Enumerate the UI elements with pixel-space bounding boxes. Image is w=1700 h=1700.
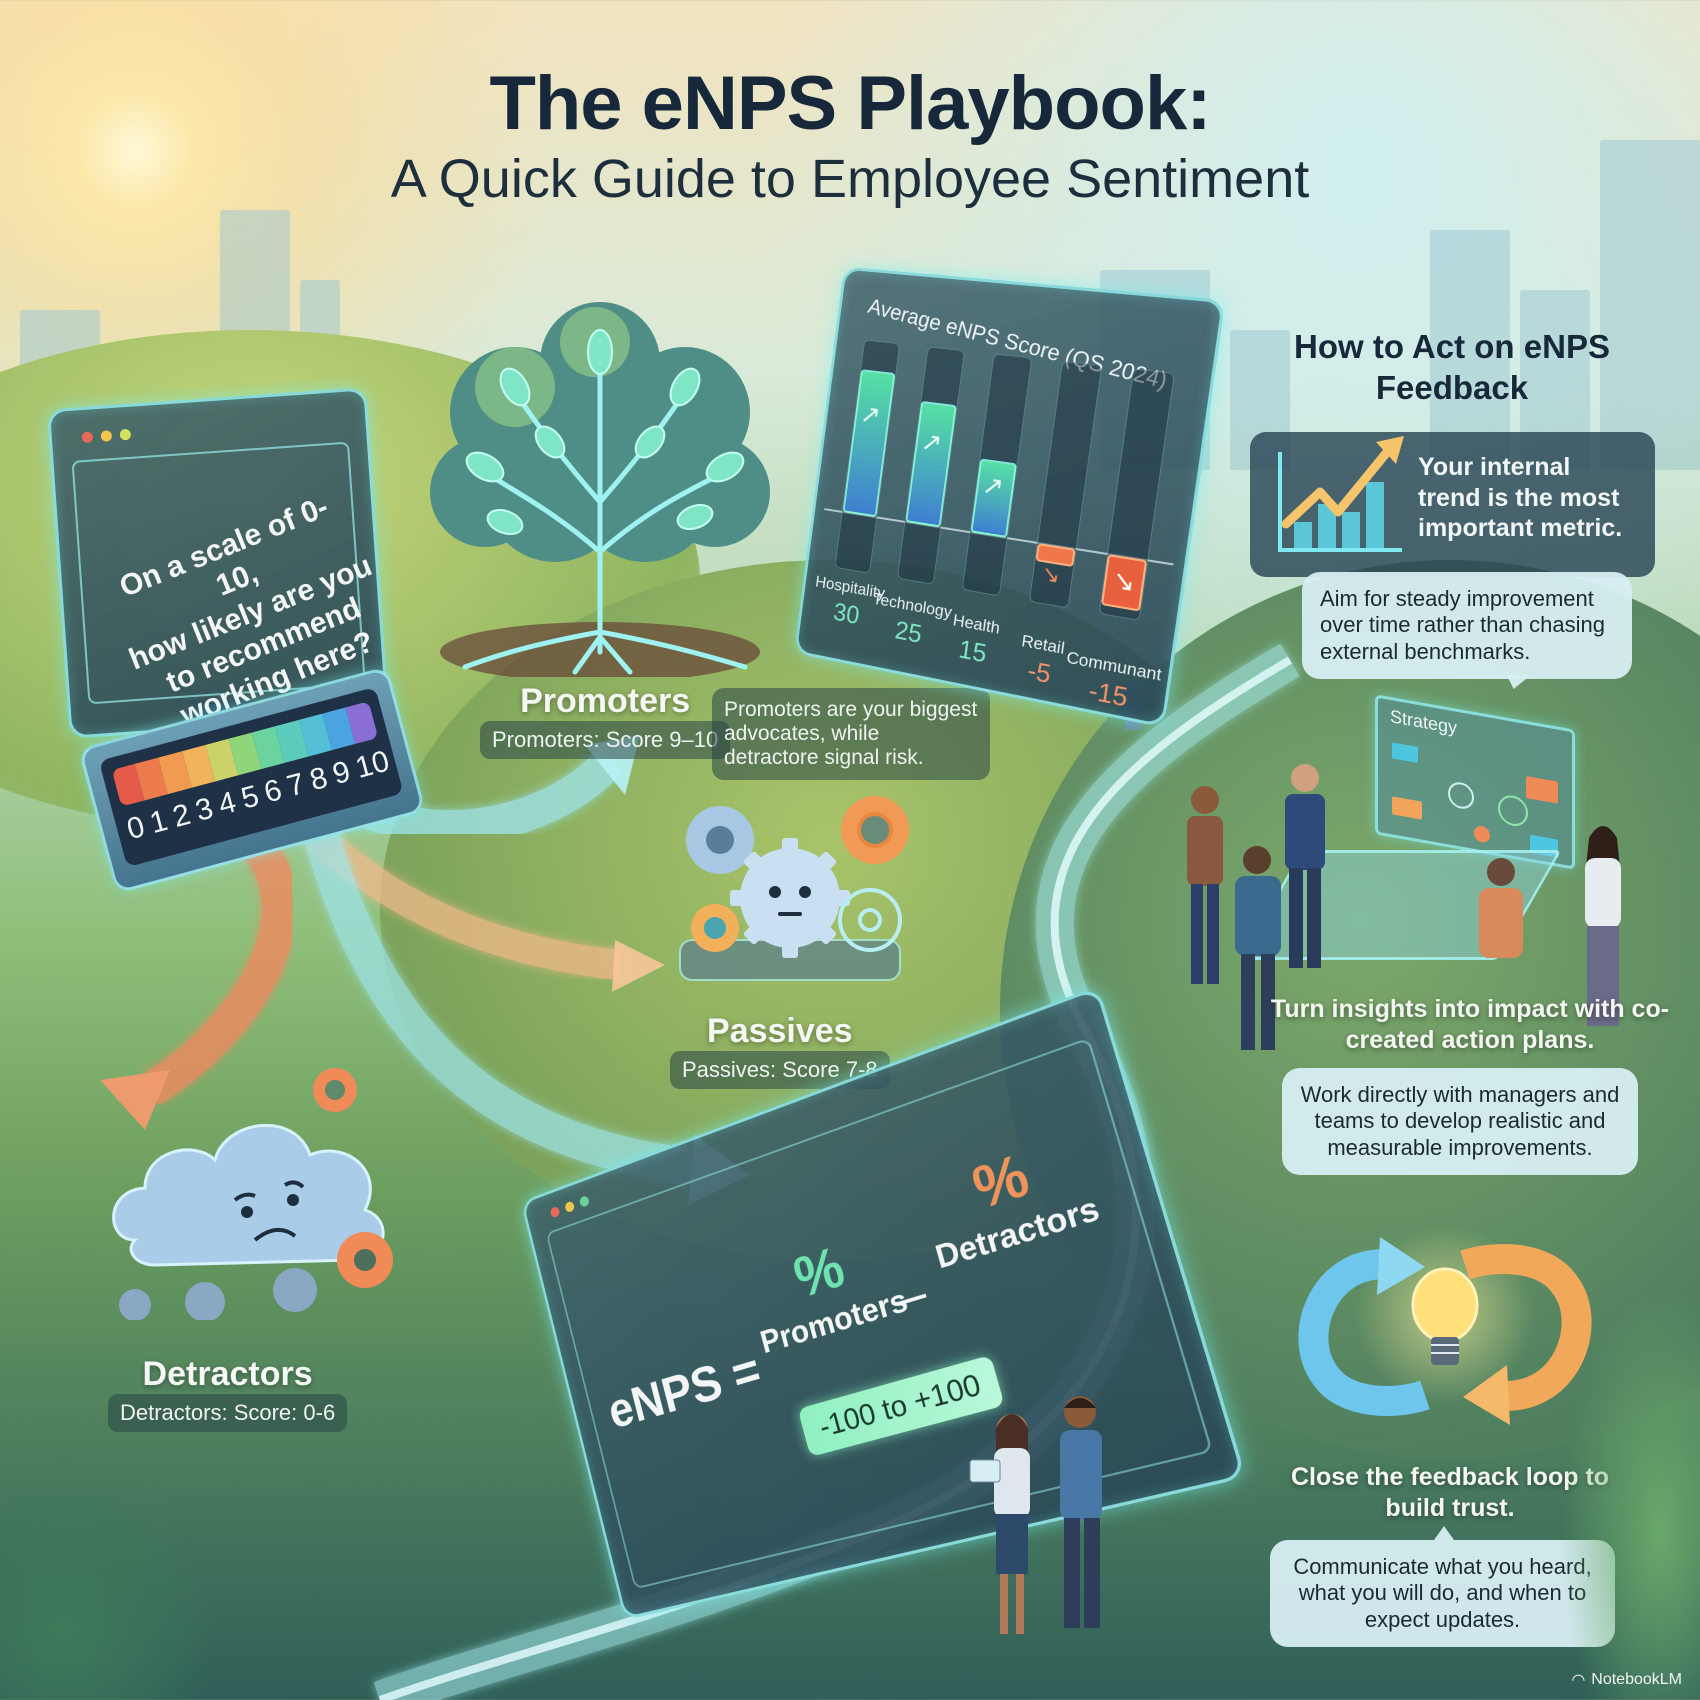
bar-slot-hospitality: ↗	[834, 339, 901, 574]
promoters-note: Promoters are your biggest advocates, wh…	[712, 688, 990, 781]
feedback-loop-icon	[1298, 1225, 1592, 1425]
page-subtitle: A Quick Guide to Employee Sentiment	[390, 148, 1310, 209]
chart-bars: ↗ ↗ ↗ ↘ ↘	[824, 338, 1190, 623]
window-dot-red	[81, 431, 94, 444]
rating-option-6[interactable]: 6	[260, 773, 286, 810]
rating-option-10[interactable]: 10	[352, 744, 393, 786]
trend-advice-bubble: Aim for steady improvement over time rat…	[1302, 572, 1632, 680]
foreground-foliage-left	[0, 1450, 220, 1700]
sad-cloud-icon	[112, 1123, 393, 1320]
bar-technology	[905, 400, 957, 528]
team-people-illustration	[1187, 764, 1621, 1050]
trend-down-arrow-icon: ↘	[1040, 560, 1062, 589]
passives-segment: Passives Passives: Score 7-8	[670, 1012, 890, 1089]
trend-up-arrow-icon: ↗	[919, 425, 944, 458]
enps-bar-chart: Average eNPS Score (QS 2024) ↗ ↗ ↗ ↘ ↘ H…	[794, 266, 1226, 728]
strategy-label: Strategy	[1390, 706, 1458, 738]
loop-advice-bubble: Communicate what you heard, what you wil…	[1270, 1525, 1615, 1648]
rating-option-1[interactable]: 1	[146, 803, 172, 841]
impact-heading: Turn insights into impact with co-create…	[1270, 995, 1670, 1054]
internal-trend-card: Your internal trend is the most importan…	[1250, 432, 1655, 577]
rating-option-9[interactable]: 9	[329, 754, 354, 792]
two-people-illustration	[969, 1396, 1102, 1634]
page-header: The eNPS Playbook: A Quick Guide to Empl…	[0, 62, 1700, 213]
bar-slot-health: ↗	[961, 353, 1033, 597]
detractors-title: Detractors	[142, 1355, 313, 1393]
rating-option-5[interactable]: 5	[237, 779, 263, 816]
bar-slot-retail: ↘	[1028, 360, 1103, 609]
passives-gears-icon	[679, 796, 909, 981]
window-dot-green	[578, 1195, 590, 1208]
rating-option-7[interactable]: 7	[283, 767, 309, 804]
action-section-title: How to Act on eNPS Feedback	[1294, 328, 1610, 407]
promoters-range: Promoters: Score 9–10	[480, 721, 731, 759]
rating-option-2[interactable]: 2	[169, 797, 194, 835]
trend-down-arrow-icon: ↘	[1110, 563, 1138, 598]
bar-slot-technology: ↗	[896, 346, 966, 585]
growing-tree-icon	[430, 302, 770, 677]
bar-hospitality	[842, 369, 896, 518]
page-title: The eNPS Playbook:	[489, 61, 1211, 146]
window-controls	[549, 1195, 590, 1219]
trend-chart-icon	[1278, 436, 1404, 552]
window-dot-yellow	[564, 1200, 576, 1214]
window-controls	[81, 428, 132, 444]
rating-option-3[interactable]: 3	[192, 791, 217, 828]
notebooklm-watermark: ◠ NotebookLM	[1571, 1670, 1682, 1690]
trend-up-arrow-icon: ↗	[859, 398, 883, 430]
rating-option-0[interactable]: 0	[123, 810, 149, 847]
impact-advice-bubble: Work directly with managers and teams to…	[1282, 1068, 1638, 1176]
passives-range: Passives: Score 7-8	[670, 1051, 890, 1089]
window-dot-red	[549, 1205, 561, 1219]
orange-gear-icon	[313, 1068, 357, 1112]
trend-up-arrow-icon: ↗	[980, 469, 1006, 502]
bar-slot-communant: ↘	[1098, 368, 1176, 622]
notebooklm-logo-icon: ◠	[1571, 1672, 1586, 1689]
passives-title: Passives	[707, 1012, 853, 1050]
window-dot-green	[119, 428, 132, 441]
promoters-segment: Promoters Promoters: Score 9–10	[480, 682, 731, 759]
rating-option-8[interactable]: 8	[306, 761, 331, 798]
window-dot-yellow	[100, 430, 113, 442]
loop-heading: Close the feedback loop to build trust.	[1290, 1463, 1610, 1522]
promoters-title: Promoters	[520, 682, 691, 720]
detractors-range: Detractors: Score: 0-6	[108, 1394, 348, 1432]
detractors-segment: Detractors Detractors: Score: 0-6	[108, 1355, 348, 1432]
internal-trend-text: Your internal trend is the most importan…	[1418, 453, 1623, 542]
watermark-label: NotebookLM	[1591, 1671, 1682, 1688]
rating-option-4[interactable]: 4	[214, 785, 240, 822]
foreground-foliage-right	[1560, 1280, 1700, 1700]
